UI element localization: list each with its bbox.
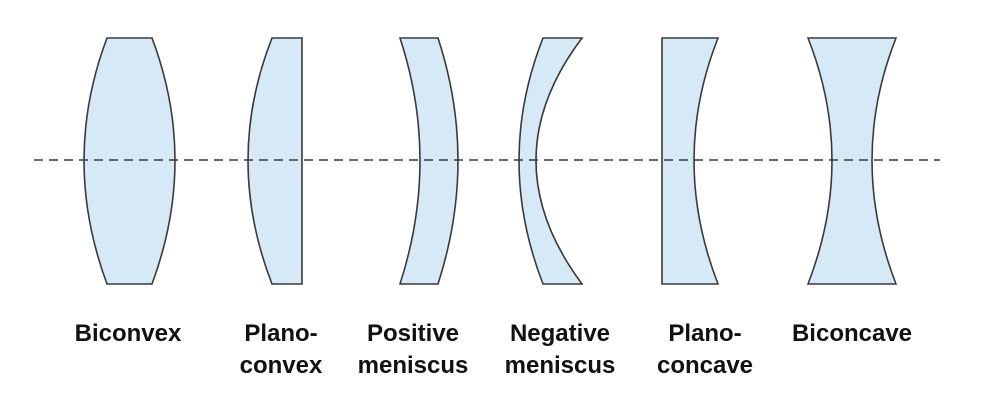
label-line: meniscus (504, 352, 616, 379)
lens-shapes (83, 37, 898, 285)
label-line: Biconvex (74, 320, 182, 347)
label-plano-concave: Plano- concave (630, 318, 780, 382)
label-line: meniscus (357, 352, 469, 379)
label-line: Plano- (668, 320, 742, 347)
label-line: Biconcave (791, 320, 913, 347)
lens-plano-concave (661, 37, 720, 285)
label-positive-meniscus: Positive meniscus (338, 318, 488, 382)
label-line: concave (656, 352, 754, 379)
lens-biconcave (806, 37, 898, 285)
label-biconcave: Biconcave (777, 318, 927, 350)
label-line: Positive (366, 320, 460, 347)
label-line: convex (239, 352, 323, 379)
lens-negative-meniscus (518, 37, 584, 285)
label-biconvex: Biconvex (53, 318, 203, 350)
lens-plano-convex (247, 37, 303, 285)
lens-positive-meniscus (398, 37, 459, 285)
label-line: Plano- (244, 320, 318, 347)
label-plano-convex: Plano- convex (206, 318, 356, 382)
label-line: Negative (509, 320, 611, 347)
label-negative-meniscus: Negative meniscus (485, 318, 635, 382)
lens-biconvex (83, 37, 176, 285)
